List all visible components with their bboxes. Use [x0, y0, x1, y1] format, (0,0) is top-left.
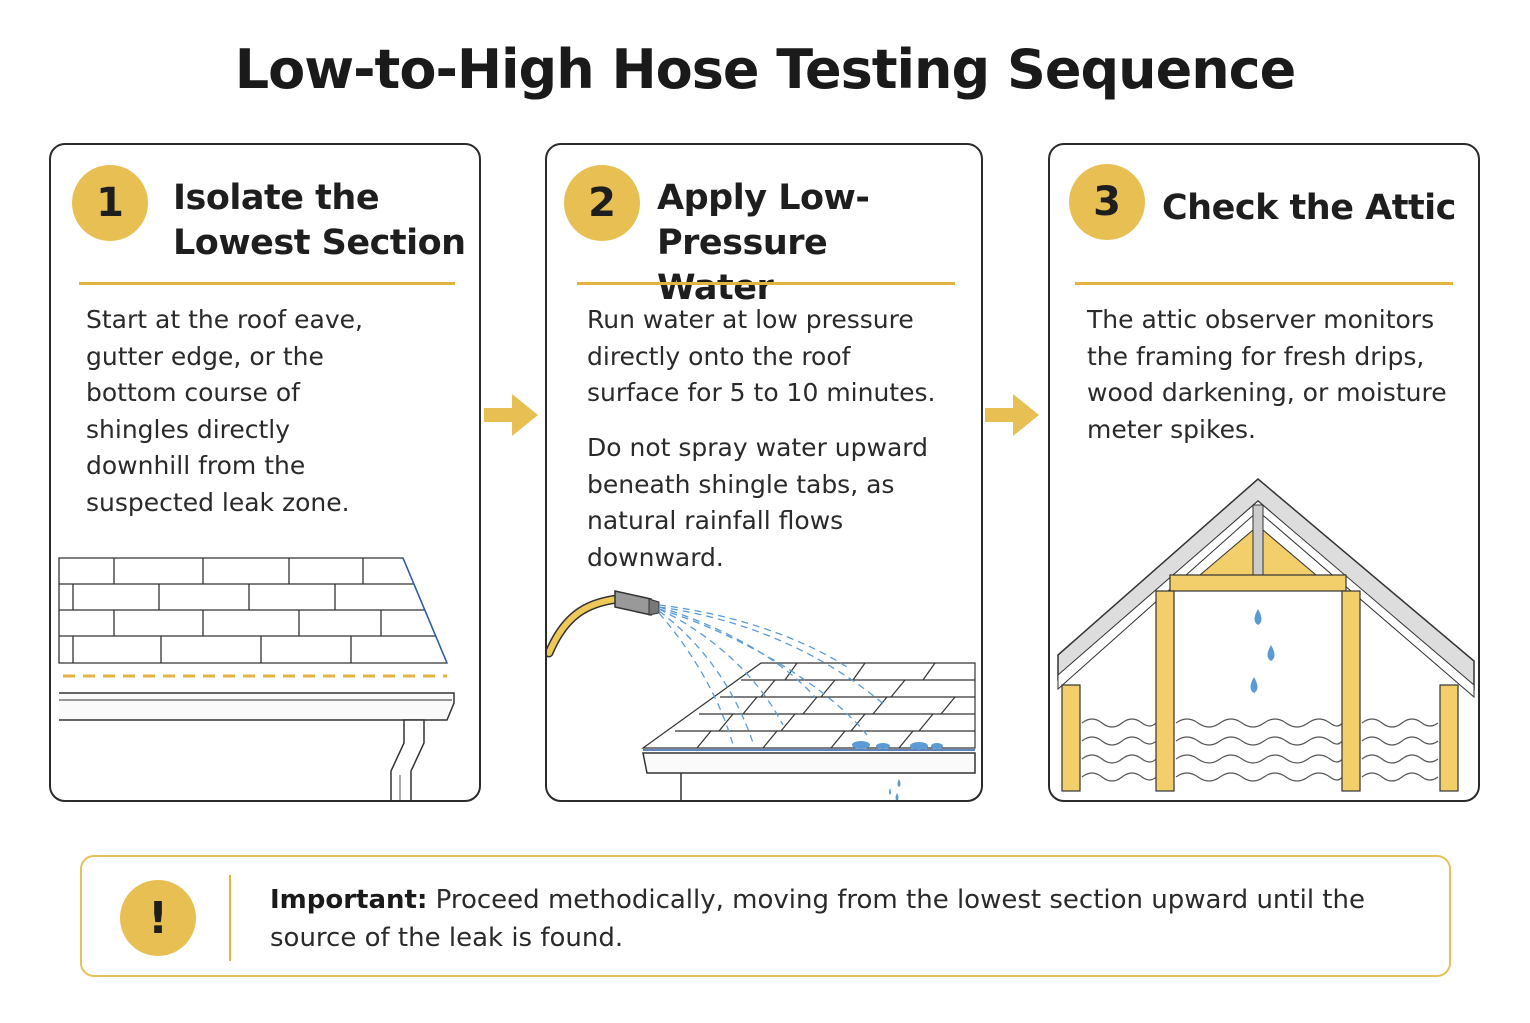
- arrow-right-icon: [484, 394, 538, 436]
- exclamation-icon: !: [120, 880, 196, 956]
- step-title-line: Water: [657, 268, 774, 308]
- step-number-badge: 3: [1069, 164, 1145, 240]
- important-note: ! Important: Proceed methodically, movin…: [80, 855, 1451, 977]
- note-text: Important: Proceed methodically, moving …: [270, 881, 1370, 957]
- step-description: Start at the roof eave, gutter edge, or …: [86, 305, 363, 517]
- step-card-3: 3 Check the Attic The attic observer mon…: [1048, 143, 1480, 802]
- step-number-badge: 1: [72, 165, 148, 241]
- title-divider: [1075, 282, 1453, 285]
- step-description: Run water at low pressure directly onto …: [587, 305, 936, 407]
- step-card-2: 2 Apply Low-Pressure Water Run water at …: [545, 143, 983, 802]
- step-title-line: Check the Attic: [1162, 188, 1456, 228]
- step-number-badge: 2: [564, 165, 640, 241]
- attic-framing-illustration: [1057, 478, 1475, 792]
- step-warning: Do not spray water upward beneath shingl…: [587, 433, 928, 572]
- page-title: Low-to-High Hose Testing Sequence: [234, 38, 1297, 101]
- step-title-line: Apply Low-Pressure: [657, 178, 870, 263]
- step-title: Isolate the Lowest Section: [173, 176, 466, 266]
- roof-eave-gutter-illustration: [58, 557, 455, 800]
- arrow-right-icon: [985, 394, 1039, 436]
- title-divider: [79, 282, 455, 285]
- step-card-1: 1 Isolate the Lowest Section Start at th…: [49, 143, 481, 802]
- step-title-line: Lowest Section: [173, 223, 466, 263]
- step-title: Check the Attic: [1162, 186, 1456, 231]
- title-divider: [577, 282, 955, 285]
- step-title: Apply Low-Pressure Water: [657, 176, 981, 311]
- hose-spraying-roof-illustration: [547, 590, 976, 800]
- note-label: Important:: [270, 885, 428, 915]
- note-divider: [229, 875, 231, 961]
- note-body: Proceed methodically, moving from the lo…: [270, 885, 1365, 953]
- step-description: The attic observer monitors the framing …: [1087, 305, 1447, 444]
- step-title-line: Isolate the: [173, 178, 380, 218]
